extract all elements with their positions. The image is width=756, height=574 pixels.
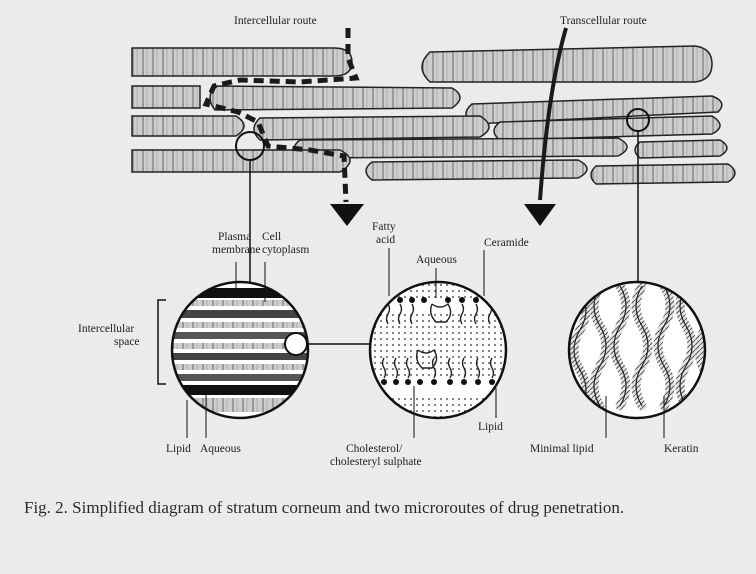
- intercellular-arrow-head: [330, 204, 364, 226]
- label-ceramide: Ceramide: [484, 237, 529, 249]
- label-fatty-acid-2: acid: [376, 234, 395, 246]
- label-plasma-membrane-1: Plasma: [218, 231, 251, 243]
- label-cholesterol-1: Cholesterol/: [346, 443, 403, 455]
- corneocyte-layer: [132, 46, 735, 184]
- magnifier-inner: [285, 333, 307, 355]
- label-fatty-acid-1: Fatty: [372, 221, 396, 233]
- label-cell-cytoplasm-1: Cell: [262, 231, 281, 243]
- lipid-bilayer-detail-circle: [368, 248, 508, 438]
- label-lipid-mid: Lipid: [478, 421, 503, 433]
- label-intercellular-route: Intercellular route: [234, 15, 317, 27]
- figure-caption: Fig. 2. Simplified diagram of stratum co…: [24, 496, 734, 520]
- keratin-detail-circle: [567, 280, 709, 438]
- stratum-corneum-diagram: Intercellular route Transcellular route …: [0, 0, 756, 500]
- label-cell-cytoplasm-2: cytoplasm: [262, 244, 309, 256]
- label-minimal-lipid: Minimal lipid: [530, 443, 594, 455]
- label-plasma-membrane-2: membrane: [212, 244, 261, 256]
- label-transcellular-route: Transcellular route: [560, 15, 647, 27]
- intercellular-detail-circle: [158, 262, 370, 438]
- label-aqueous-mid: Aqueous: [416, 254, 457, 266]
- transcellular-arrow-head: [524, 204, 556, 226]
- label-intercellular-space-2: space: [114, 336, 140, 348]
- label-lipid-left: Lipid: [166, 443, 191, 455]
- label-cholesterol-2: cholesteryl sulphate: [330, 456, 422, 468]
- label-intercellular-space-1: Intercellular: [78, 323, 134, 335]
- intercellular-space-bracket: [158, 300, 166, 384]
- label-aqueous-left: Aqueous: [200, 443, 241, 455]
- label-keratin: Keratin: [664, 443, 699, 455]
